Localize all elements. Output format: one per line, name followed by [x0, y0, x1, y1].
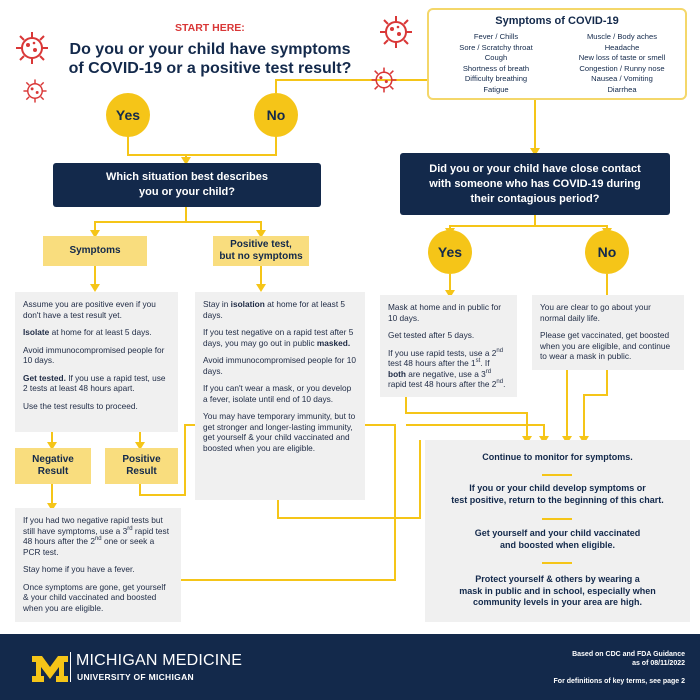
- symptom-item: Cough: [484, 53, 508, 63]
- symptom-item: Sore / Scratchy throat: [459, 42, 533, 52]
- symptom-item: Nausea / Vomiting: [591, 74, 653, 84]
- positive-test-guidance-box: Stay in isolation at home for at least 5…: [195, 292, 365, 500]
- monitor-separator: [542, 474, 572, 476]
- monitor-guidance-box: Continue to monitor for symptoms. If you…: [425, 440, 690, 622]
- monitor-separator: [542, 562, 572, 564]
- main-question: Do you or your child have symptoms of CO…: [68, 41, 352, 77]
- contact-no-guidance-box: You are clear to go about your normal da…: [532, 295, 684, 370]
- symptom-item: Difficulty breathing: [464, 74, 528, 84]
- tag-symptoms: Symptoms: [43, 236, 147, 266]
- brand-subtitle: UNIVERSITY OF MICHIGAN: [77, 672, 194, 682]
- monitor-item: Protect yourself & others by wearing a m…: [459, 574, 656, 607]
- symptoms-right-column: Muscle / Body aches Headache New loss of…: [563, 32, 681, 96]
- contact-no-circle: No: [585, 230, 629, 274]
- symptom-item: Fever / Chills: [473, 32, 519, 41]
- symptom-item: Diarrhea: [607, 84, 637, 94]
- symptom-item: Shortness of breath: [462, 63, 530, 73]
- virus-icon: [371, 67, 397, 93]
- symptom-item: Muscle / Body aches: [586, 32, 658, 41]
- monitor-separator: [542, 518, 572, 520]
- symptom-item: New loss of taste or smell: [578, 53, 666, 63]
- symptoms-left-column: Fever / Chills Sore / Scratchy throat Co…: [437, 32, 555, 96]
- answer-no-circle: No: [254, 93, 298, 137]
- contact-yes-guidance-box: Mask at home and in public for 10 days. …: [380, 295, 517, 397]
- tag-positive-no-symptoms: Positive test,but no symptoms: [213, 236, 309, 266]
- negative-result-guidance-box: If you had two negative rapid tests but …: [15, 508, 181, 622]
- logo-divider: [70, 652, 71, 682]
- guidance-source: Based on CDC and FDA Guidance as of 08/1…: [572, 651, 685, 667]
- virus-icon: [23, 79, 47, 103]
- symptoms-panel: Symptoms of COVID-19 Fever / Chills Sore…: [427, 8, 687, 100]
- start-here-label: START HERE:: [175, 22, 245, 34]
- symptom-item: Congestion / Runny nose: [579, 63, 665, 73]
- monitor-item: If you or your child develop symptoms or…: [451, 483, 664, 505]
- symptom-item: Headache: [604, 42, 640, 52]
- symptoms-guidance-box: Assume you are positive even if you don'…: [15, 292, 178, 432]
- monitor-item: Get yourself and your child vaccinated a…: [474, 528, 641, 550]
- answer-yes-circle: Yes: [106, 93, 150, 137]
- contact-yes-circle: Yes: [428, 230, 472, 274]
- virus-icon: [380, 16, 412, 48]
- block-m-logo-icon: [32, 656, 68, 682]
- contact-question-box: Did you or your child have close contact…: [400, 153, 670, 215]
- symptoms-title: Symptoms of COVID-19: [495, 15, 619, 27]
- virus-icon: [16, 32, 48, 64]
- symptom-item: Fatigue: [483, 84, 509, 94]
- definitions-note: For definitions of key terms, see page 2: [553, 678, 685, 685]
- monitor-item: Continue to monitor for symptoms.: [482, 452, 633, 462]
- brand-name: MICHIGAN MEDICINE: [76, 652, 243, 669]
- footer-bar: [0, 634, 700, 700]
